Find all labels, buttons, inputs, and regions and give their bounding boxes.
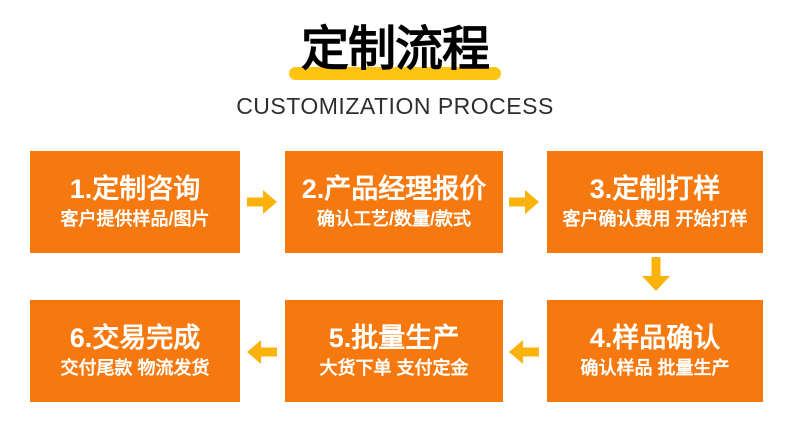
flow-arrow-left-icon: [509, 340, 539, 364]
page-subtitle: CUSTOMIZATION PROCESS: [236, 93, 554, 119]
header: 定制流程: [0, 23, 790, 80]
flow-arrow-right-icon: [509, 190, 539, 214]
step-title: 2.产品经理报价: [301, 174, 487, 204]
step-box-5: 5.批量生产 大货下单 支付定金: [285, 300, 503, 402]
step-description: 交付尾款 物流发货: [60, 358, 210, 378]
step-box-4: 4.样品确认 确认样品 批量生产: [547, 300, 763, 402]
step-description: 确认样品 批量生产: [580, 358, 730, 378]
step-title: 4.样品确认: [589, 323, 721, 353]
step-title: 3.定制打样: [589, 174, 721, 204]
title-highlight-bar: [289, 67, 501, 80]
flow-arrow-left-icon: [247, 340, 277, 364]
flow-arrow-right-icon: [247, 190, 277, 214]
step-description: 确认工艺/数量/款式: [316, 209, 471, 229]
step-description: 客户确认费用 开始打样: [562, 209, 748, 229]
flow-arrow-down-icon: [642, 257, 670, 291]
step-box-3: 3.定制打样 客户确认费用 开始打样: [547, 151, 763, 253]
step-description: 客户提供样品/图片: [60, 209, 210, 229]
page-title: 定制流程: [300, 23, 490, 76]
step-box-2: 2.产品经理报价 确认工艺/数量/款式: [285, 151, 503, 253]
step-title: 6.交易完成: [69, 323, 201, 353]
step-title: 1.定制咨询: [69, 174, 201, 204]
step-box-1: 1.定制咨询 客户提供样品/图片: [30, 151, 240, 253]
step-box-6: 6.交易完成 交付尾款 物流发货: [30, 300, 240, 402]
step-description: 大货下单 支付定金: [319, 358, 469, 378]
step-title: 5.批量生产: [328, 323, 460, 353]
